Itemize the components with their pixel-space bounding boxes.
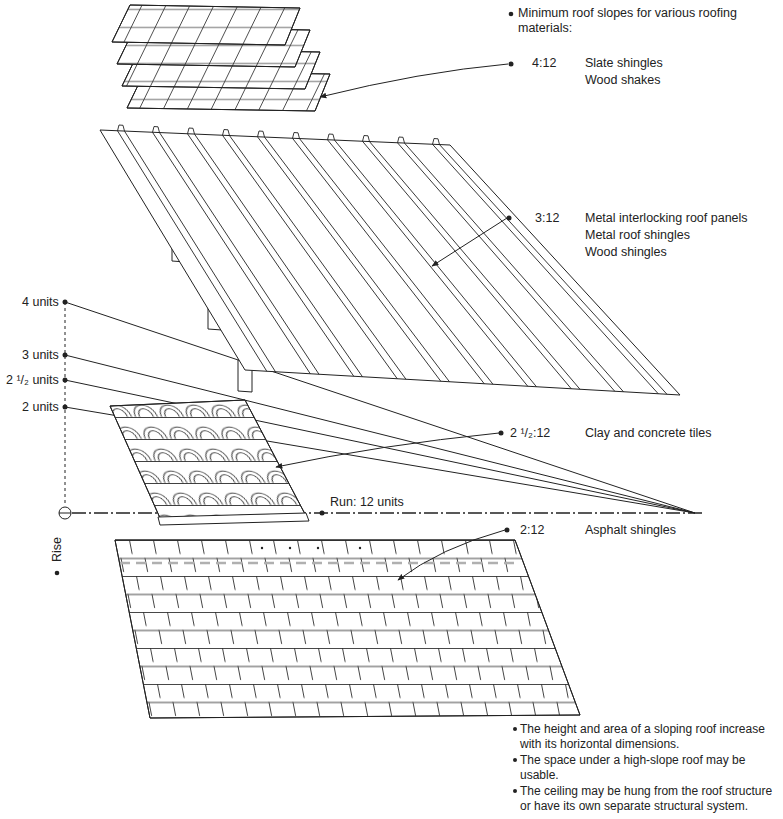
slate-layer [112, 5, 300, 45]
material-name: Wood shakes [585, 73, 661, 88]
shingle-field [115, 540, 580, 718]
nail [261, 547, 263, 549]
leader-line [320, 64, 508, 97]
material-name: Clay and concrete tiles [585, 426, 711, 441]
notes-list: The height and area of a sloping roof in… [520, 722, 781, 815]
rise-label: Rise [50, 536, 65, 561]
bullets [55, 12, 514, 576]
leader-line [276, 433, 499, 467]
bullet-dot [507, 216, 512, 221]
note-text: The ceiling may be hung from the roof st… [520, 784, 781, 813]
nails [261, 547, 361, 549]
material-name: Wood shingles [585, 245, 667, 260]
unit-dot [63, 378, 68, 383]
metal-roof-panel [100, 125, 680, 395]
bullet-dot [513, 758, 517, 762]
rise-unit: 2 units [22, 400, 59, 415]
panel-ribs [118, 131, 668, 395]
tile-field [110, 400, 305, 518]
material-name: Metal interlocking roof panels [585, 211, 748, 226]
unit-dots [63, 300, 68, 410]
shingle-field [115, 540, 580, 718]
note-item: The ceiling may be hung from the roof st… [520, 784, 781, 813]
unit-dot [63, 353, 68, 358]
slope-ratio: 3:12 [535, 211, 559, 226]
material-name: Asphalt shingles [585, 523, 676, 538]
panel-outline [100, 130, 680, 395]
tile-field [110, 400, 305, 518]
leaders [276, 64, 508, 580]
bullet-dot [513, 727, 517, 731]
slope-ratio: 4:12 [532, 56, 556, 71]
heading-note: Minimum roof slopes for various roofing … [518, 6, 773, 36]
origin-mark [59, 507, 71, 519]
note-item: The space under a high-slope roof may be… [520, 753, 781, 782]
nail [289, 547, 291, 549]
tile-flashing [158, 513, 309, 525]
rise-unit: 2 ¹/₂ units [6, 373, 59, 388]
material-name: Slate shingles [585, 56, 663, 71]
leader-line [432, 218, 507, 266]
bullet-dot [320, 511, 325, 516]
slope-ratio: 2 ¹/₂:12 [510, 426, 550, 441]
bullet-dot [505, 528, 510, 533]
rise-unit: 3 units [22, 348, 59, 363]
rise-unit: 4 units [22, 295, 59, 310]
run-label: Run: 12 units [330, 495, 404, 510]
rise-line [65, 302, 66, 506]
leader-line [398, 530, 505, 580]
origin-mark [59, 513, 71, 514]
bullet-dot [55, 571, 60, 576]
slate-layer [112, 5, 300, 45]
panel-ribs-top [118, 125, 440, 145]
asphalt-shingles [115, 540, 580, 718]
nail-line [120, 562, 520, 565]
bullet-dot [499, 431, 504, 436]
clay-tiles [110, 400, 309, 525]
note-text: The space under a high-slope roof may be… [520, 753, 781, 782]
unit-dot [63, 405, 68, 410]
material-name: Metal roof shingles [585, 228, 690, 243]
bullet-dot [513, 789, 517, 793]
note-text: The height and area of a sloping roof in… [520, 722, 781, 751]
nail [359, 547, 361, 549]
bullet-dot [509, 62, 514, 67]
slate-shingles [112, 5, 330, 111]
unit-dot [63, 300, 68, 305]
bullet-dot [509, 12, 514, 17]
nail [317, 547, 319, 549]
note-item: The height and area of a sloping roof in… [520, 722, 781, 751]
slope-ratio: 2:12 [520, 523, 544, 538]
